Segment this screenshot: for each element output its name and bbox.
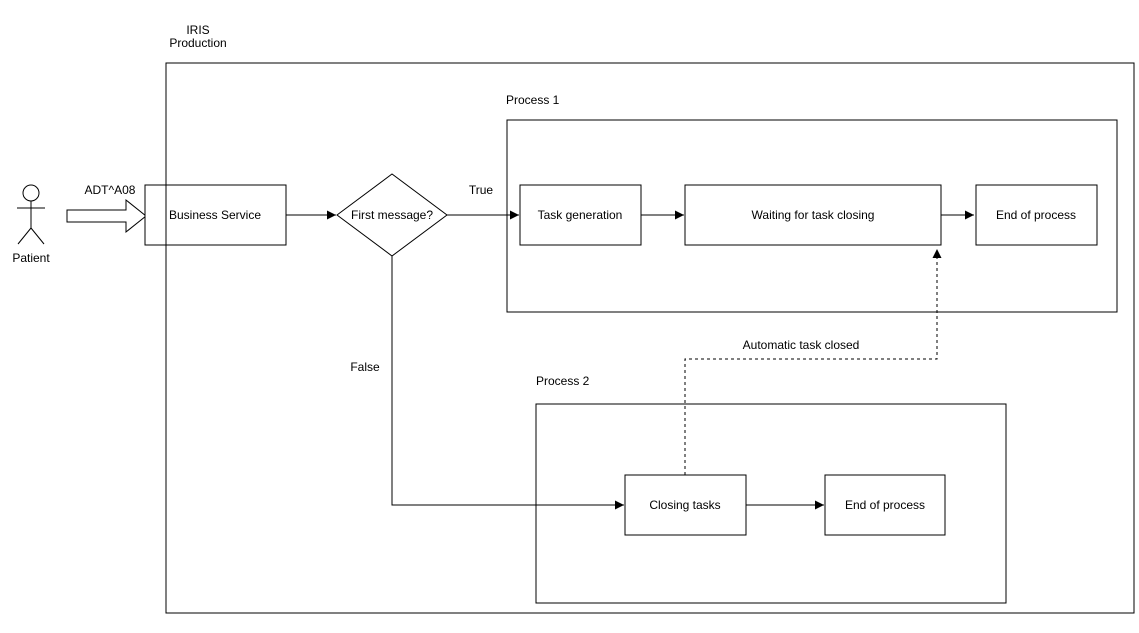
automatic-task-closed-label: Automatic task closed bbox=[743, 338, 860, 352]
waiting-for-task-closing-node bbox=[684, 184, 942, 246]
edge-false bbox=[391, 256, 624, 510]
end-of-process-2-label: End of process bbox=[845, 498, 925, 512]
message-label: ADT^A08 bbox=[85, 183, 136, 197]
iris-production-container bbox=[165, 62, 1135, 614]
false-label: False bbox=[350, 360, 380, 374]
task-generation-label: Task generation bbox=[538, 208, 623, 222]
iris-production-label-line2: Production bbox=[169, 36, 226, 50]
end-of-process-2-node bbox=[824, 474, 946, 536]
edge-automatic-task-closed bbox=[684, 249, 942, 475]
patient-head bbox=[22, 184, 40, 202]
true-label: True bbox=[469, 183, 494, 197]
closing-tasks-node bbox=[624, 474, 747, 536]
closing-tasks-label: Closing tasks bbox=[649, 498, 720, 512]
business-service-label: Business Service bbox=[169, 208, 261, 222]
message-block-arrow-icon bbox=[66, 198, 147, 234]
process2-container bbox=[535, 403, 1007, 604]
process1-label: Process 1 bbox=[506, 93, 560, 107]
patient-left-leg bbox=[17, 227, 32, 245]
end-of-process-1-node bbox=[975, 184, 1098, 246]
process1-container bbox=[506, 119, 1118, 313]
end-of-process-1-label: End of process bbox=[996, 208, 1076, 222]
task-generation-node bbox=[519, 184, 642, 246]
iris-production-label-line1: IRIS bbox=[186, 23, 209, 37]
waiting-for-task-closing-label: Waiting for task closing bbox=[752, 208, 875, 222]
business-service-node bbox=[144, 184, 287, 246]
decision-label: First message? bbox=[351, 208, 433, 222]
process2-label: Process 2 bbox=[536, 374, 590, 388]
patient-label: Patient bbox=[12, 251, 50, 265]
patient-actor: Patient bbox=[12, 184, 50, 265]
patient-right-leg bbox=[30, 227, 45, 245]
